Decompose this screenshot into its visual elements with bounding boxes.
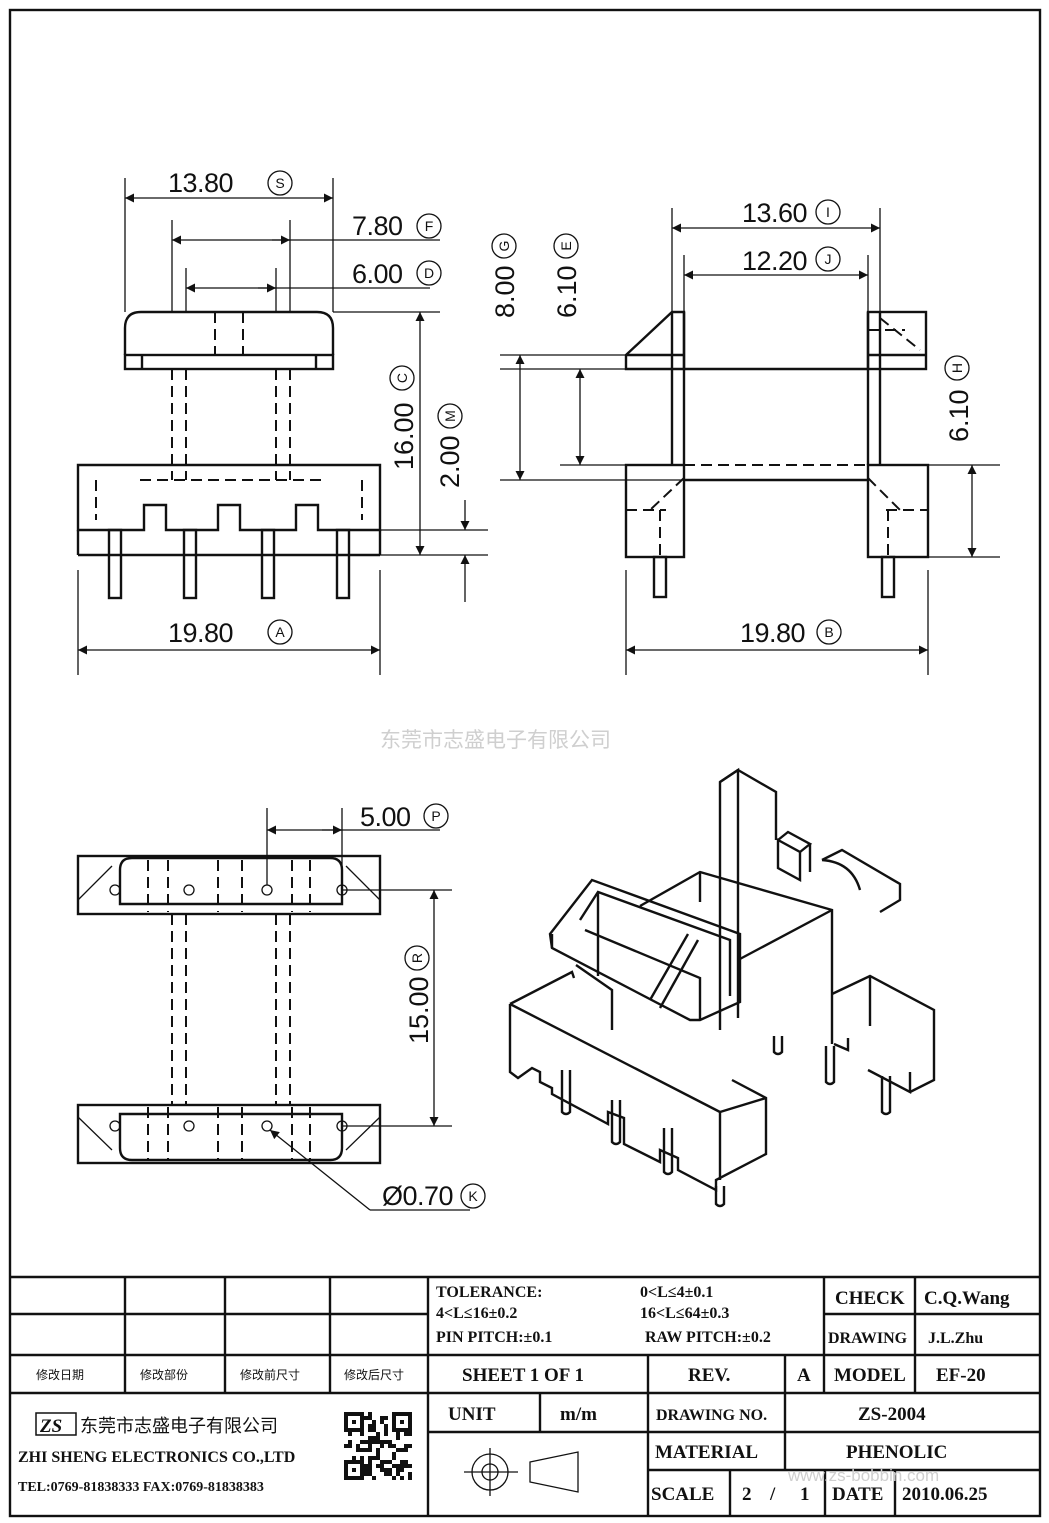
dim-P-letter: P — [431, 808, 440, 824]
rev-value: A — [797, 1365, 811, 1386]
dim-S-value: 13.80 — [168, 168, 233, 198]
company-contact: TEL:0769-81838333 FAX:0769-81838383 — [18, 1480, 264, 1495]
bottom-view — [76, 854, 382, 1165]
dim-I-value: 13.60 — [742, 198, 807, 228]
rev-header-before: 修改前尺寸 — [240, 1367, 300, 1382]
scale-num: 2 — [742, 1484, 752, 1505]
pin-pitch: PIN PITCH:±0.1 — [436, 1329, 552, 1346]
dim-F-value: 7.80 — [352, 211, 403, 241]
scale-den: 1 — [800, 1484, 810, 1505]
dim-G-letter: G — [496, 241, 512, 252]
dim-A-letter: A — [275, 624, 285, 640]
tolerance-label: TOLERANCE: — [436, 1284, 542, 1301]
dim-H-value: 6.10 — [944, 389, 974, 442]
watermark-company: 东莞市志盛电子有限公司 — [380, 728, 611, 752]
rev-header-date: 修改日期 — [36, 1367, 84, 1382]
bottom-view-dimensions: 5.00 P 15.00 R Ø0.70 K — [266, 802, 486, 1211]
scale-label: SCALE — [651, 1484, 714, 1505]
dim-I-letter: I — [826, 204, 830, 220]
dim-D-letter: D — [424, 265, 434, 281]
tolerance-1: 0<L≤4±0.1 — [640, 1284, 713, 1301]
company-name-cn: 东莞市志盛电子有限公司 — [80, 1416, 278, 1437]
drawing-no-value: ZS-2004 — [858, 1404, 926, 1425]
material-label: MATERIAL — [655, 1442, 758, 1463]
dim-C-letter: C — [394, 373, 410, 383]
dim-K-value: Ø0.70 — [382, 1181, 453, 1211]
check-label: CHECK — [835, 1288, 905, 1309]
dim-B-value: 19.80 — [740, 618, 805, 648]
dim-F-letter: F — [425, 218, 434, 234]
dim-R-value: 15.00 — [404, 976, 434, 1044]
isometric-view — [508, 767, 936, 1208]
dim-E-letter: E — [558, 241, 574, 250]
front-view — [76, 310, 382, 600]
dim-H-letter: H — [949, 363, 965, 373]
dim-R-letter: R — [409, 953, 425, 963]
watermark-url: www.zs-bobbin.com — [787, 1466, 939, 1485]
sheet-border — [8, 8, 1042, 1518]
scale-sep: / — [769, 1484, 776, 1505]
projection-symbol-icon — [464, 1448, 579, 1496]
dim-C-value: 16.00 — [389, 402, 419, 470]
model-label: MODEL — [834, 1365, 906, 1386]
dim-M-value: 2.00 — [435, 435, 465, 488]
dim-S-letter: S — [275, 175, 284, 191]
side-view-dimensions: 13.60 I 12.20 J 8.00 G 6.10 E 6.10 H — [490, 198, 1000, 675]
dim-B-letter: B — [824, 624, 833, 640]
logo-text: ZS — [39, 1416, 62, 1437]
rev-header-part: 修改部份 — [140, 1367, 188, 1382]
dim-M-letter: M — [442, 410, 458, 422]
dim-J-value: 12.20 — [742, 246, 807, 276]
unit-label: UNIT — [448, 1404, 496, 1425]
dim-D-value: 6.00 — [352, 259, 403, 289]
company-name-en: ZHI SHENG ELECTRONICS CO.,LTD — [18, 1449, 295, 1466]
dim-J-letter: J — [825, 251, 832, 267]
date-value: 2010.06.25 — [902, 1484, 988, 1505]
unit-value: m/m — [560, 1404, 597, 1425]
tolerance-3: 16<L≤64±0.3 — [640, 1305, 729, 1322]
material-value: PHENOLIC — [846, 1442, 947, 1463]
drawing-no-label: DRAWING NO. — [656, 1407, 767, 1424]
tolerance-2: 4<L≤16±0.2 — [436, 1305, 517, 1322]
drawing-label: DRAWING — [828, 1330, 908, 1347]
title-block: TOLERANCE: 0<L≤4±0.1 4<L≤16±0.2 16<L≤64±… — [10, 1275, 1040, 1516]
rev-header-after: 修改后尺寸 — [344, 1367, 404, 1382]
rev-label: REV. — [688, 1365, 730, 1386]
sheet-info: SHEET 1 OF 1 — [462, 1365, 584, 1386]
dim-A-value: 19.80 — [168, 618, 233, 648]
dim-G-value: 8.00 — [490, 265, 520, 318]
dim-K-letter: K — [468, 1188, 478, 1204]
dim-E-value: 6.10 — [552, 265, 582, 318]
raw-pitch: RAW PITCH:±0.2 — [645, 1329, 771, 1346]
model-value: EF-20 — [936, 1365, 986, 1386]
dim-P-value: 5.00 — [360, 802, 411, 832]
date-label: DATE — [832, 1484, 883, 1505]
check-value: C.Q.Wang — [924, 1288, 1010, 1309]
drawing-value: J.L.Zhu — [928, 1330, 983, 1347]
side-view — [624, 310, 930, 599]
qr-code-icon — [344, 1412, 412, 1480]
front-view-dimensions: 13.80 S 7.80 F 6.00 D 16.00 C 2.00 M — [77, 168, 488, 675]
company-logo-icon: ZS — [35, 1412, 77, 1437]
